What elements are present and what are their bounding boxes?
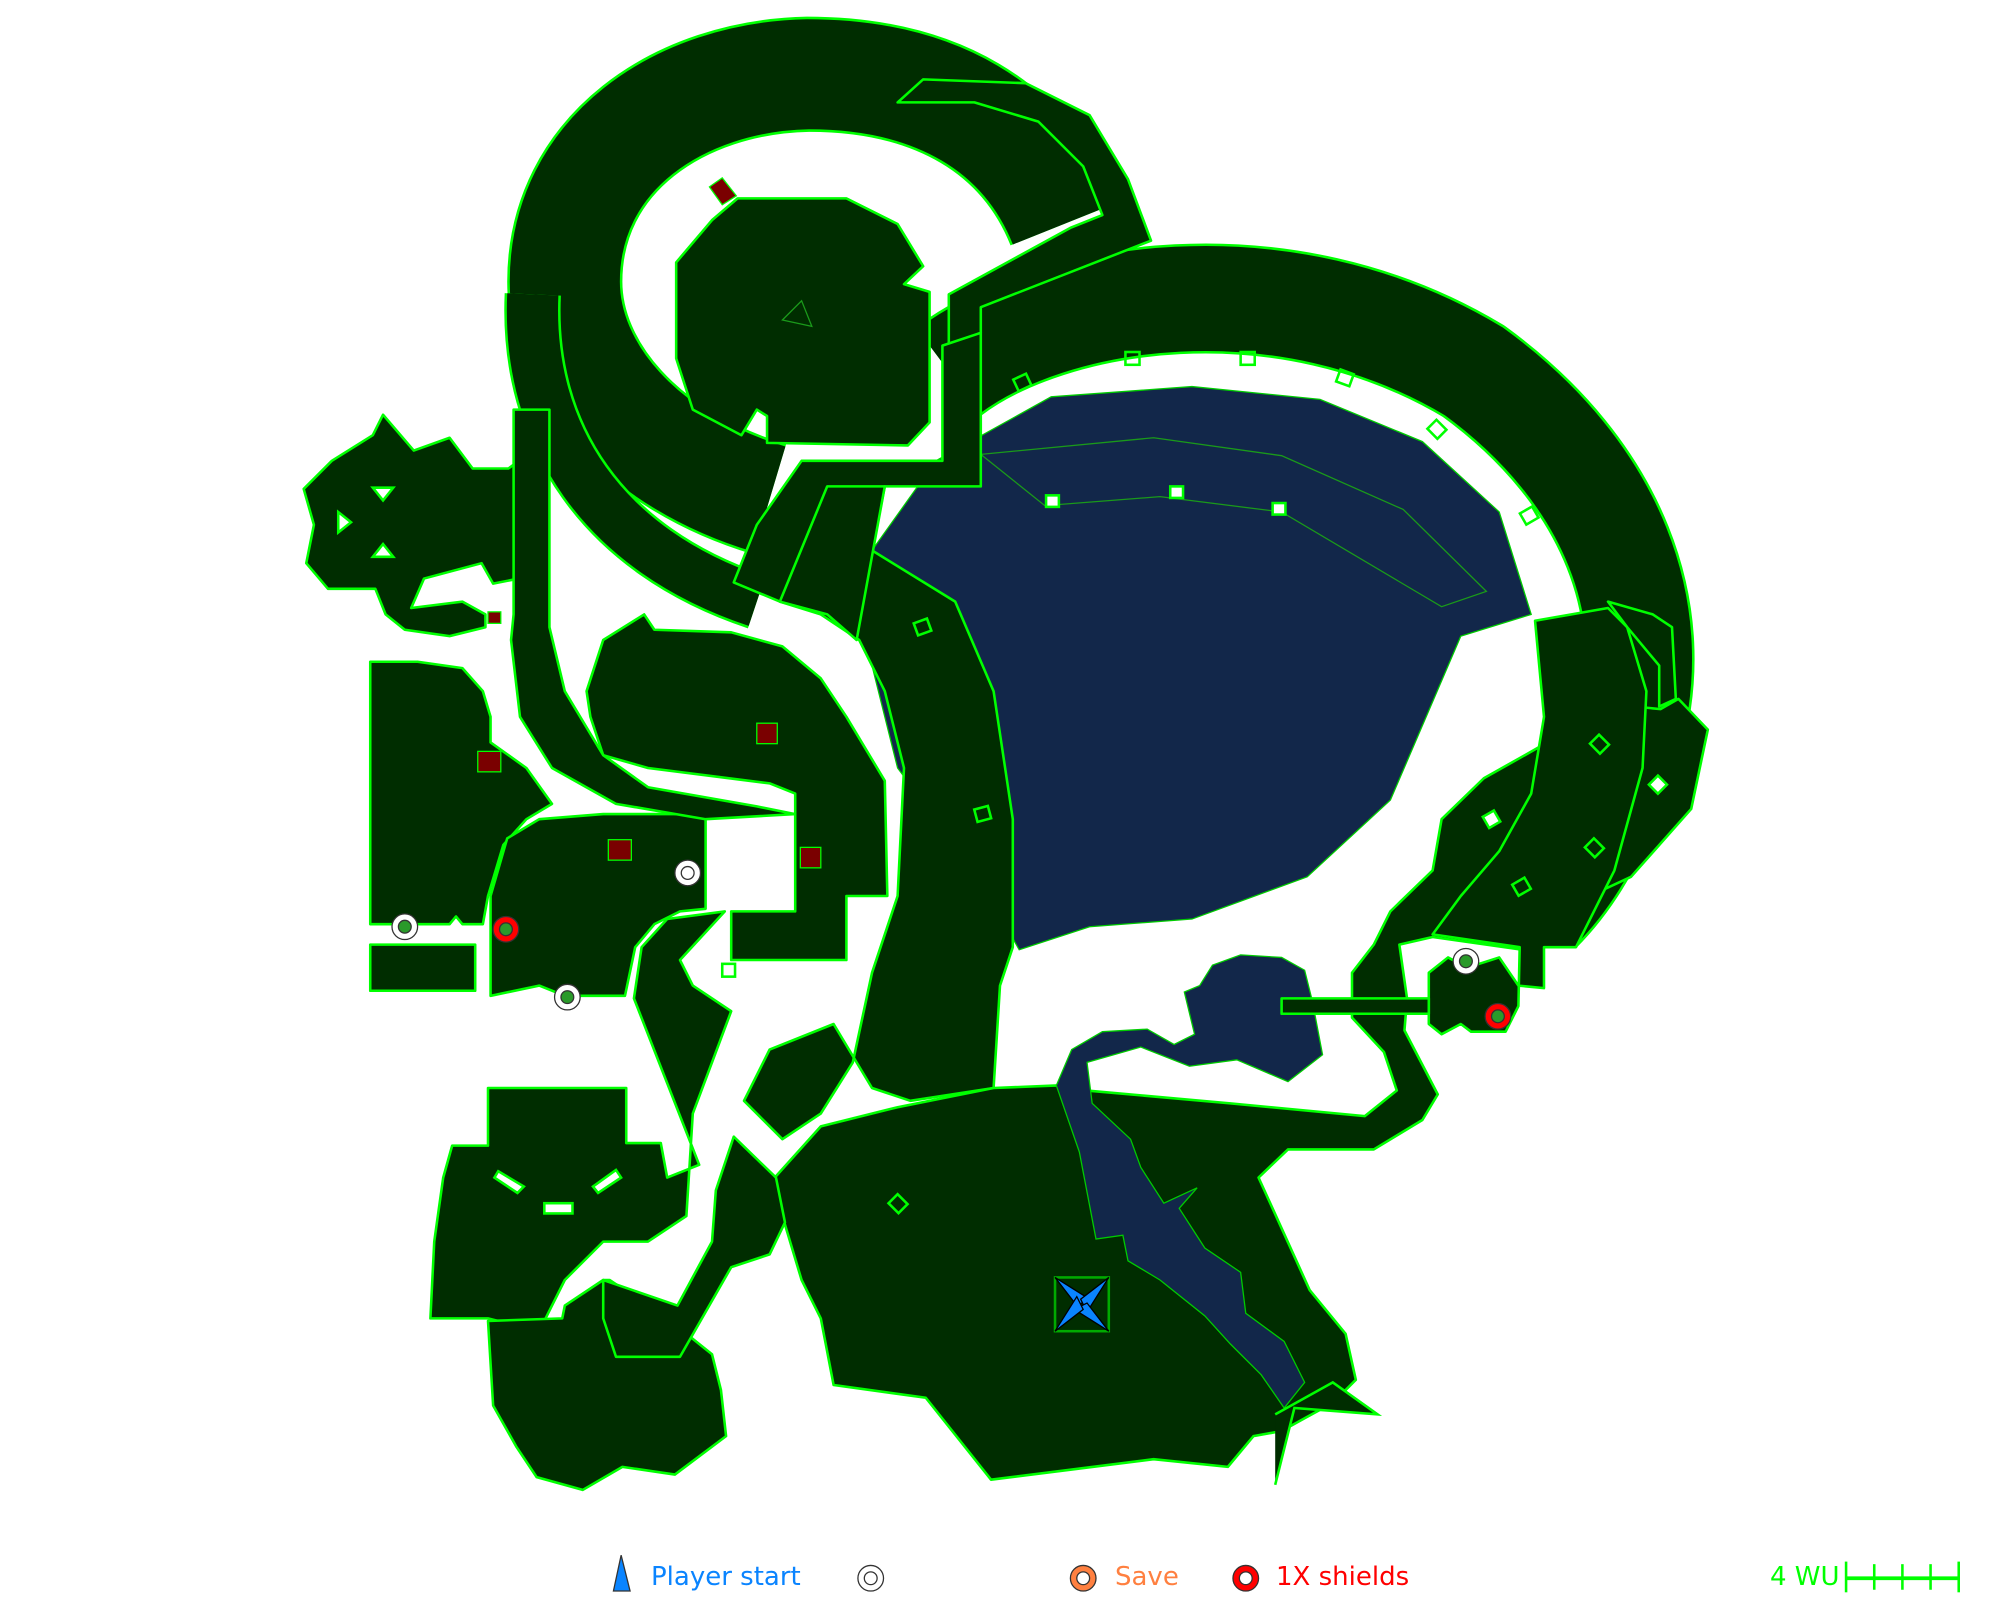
scale-label: 4 WU xyxy=(1770,1562,1840,1592)
legend-player-start: Player start xyxy=(651,1562,801,1592)
item-target-marker[interactable] xyxy=(1452,947,1480,975)
shield-marker[interactable] xyxy=(492,915,520,943)
legend-shields: 1X shields xyxy=(1276,1562,1410,1592)
target-icon xyxy=(857,1564,885,1592)
player-start-marker[interactable] xyxy=(1053,1276,1111,1333)
item-target-marker[interactable] xyxy=(553,983,581,1011)
item-target-marker[interactable] xyxy=(674,859,702,887)
save-icon xyxy=(1069,1564,1097,1592)
legend-save: Save xyxy=(1115,1562,1179,1592)
scale-bar xyxy=(1844,1561,1960,1593)
hazard-tile xyxy=(477,750,502,773)
item-target-marker[interactable] xyxy=(391,913,419,941)
central-room xyxy=(674,197,931,447)
left-pod xyxy=(302,413,520,638)
shield-ring-icon xyxy=(1232,1564,1260,1592)
player-start-icon xyxy=(612,1555,631,1592)
shield-marker[interactable] xyxy=(1484,1002,1512,1030)
